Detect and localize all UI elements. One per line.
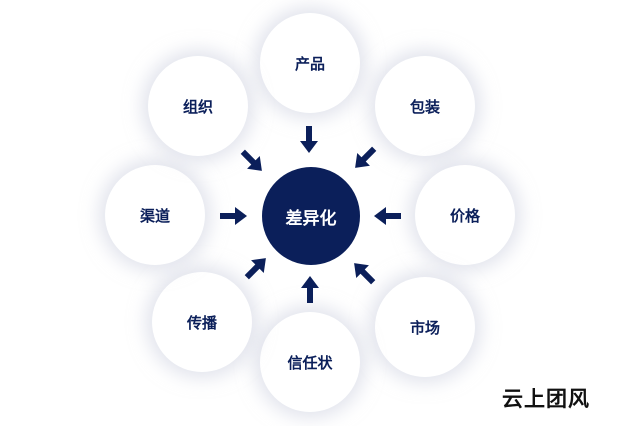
arrow-down-icon [300, 126, 318, 153]
factor-label: 包装 [409, 97, 440, 116]
factor-label: 产品 [294, 54, 325, 73]
factor-label: 信任状 [287, 353, 333, 372]
watermark: 云上团风 [502, 386, 590, 411]
factor-label: 组织 [182, 97, 213, 116]
factor-promotion: 传播 [152, 272, 252, 372]
arrow-right-icon [220, 207, 247, 225]
arrow-down-left-icon [348, 142, 381, 175]
factor-channel: 渠道 [105, 165, 205, 265]
arrow-down-right-icon [236, 145, 269, 178]
arrow-up-icon [301, 276, 319, 303]
factor-label: 市场 [409, 318, 440, 337]
arrow-up-right-icon [240, 251, 273, 284]
factor-label: 传播 [186, 313, 217, 332]
factor-product: 产品 [260, 13, 360, 113]
factor-market: 市场 [375, 277, 475, 377]
arrow-left-icon [374, 207, 401, 225]
factor-organization: 组织 [148, 56, 248, 156]
factor-price: 价格 [415, 165, 515, 265]
factor-label: 渠道 [139, 206, 170, 225]
arrow-up-left-icon [347, 256, 380, 289]
center-node: 差异化 [262, 167, 360, 265]
center-label: 差异化 [285, 208, 337, 229]
factor-label: 价格 [449, 206, 480, 225]
factor-packaging: 包装 [375, 56, 475, 156]
factor-trust: 信任状 [260, 312, 360, 412]
